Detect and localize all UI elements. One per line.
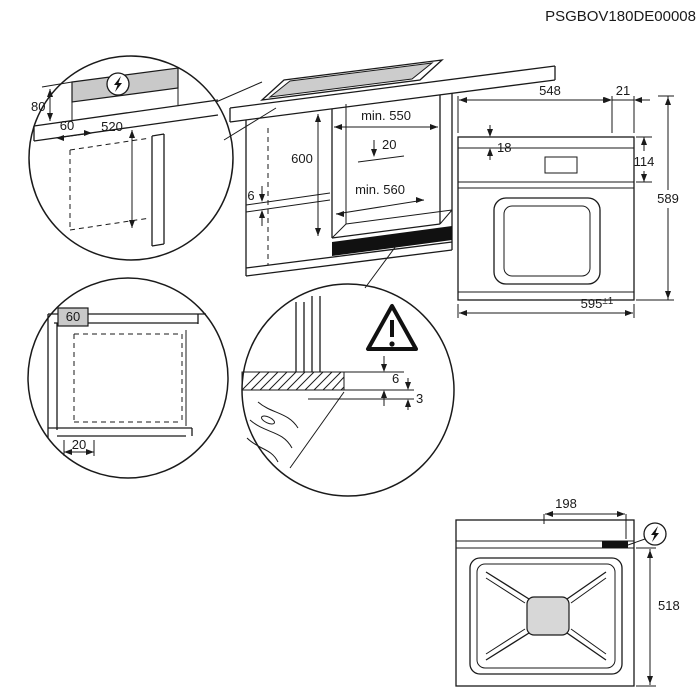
cross-braces-inner [485, 577, 607, 655]
power-leader [627, 538, 646, 546]
detail-circle-outline [27, 277, 229, 479]
dim-label-20: 20 [382, 137, 396, 152]
rear-gap-detail-view: 6 3 [241, 283, 455, 497]
cooktop-glass [268, 62, 434, 98]
appliance-footprint-dashed [73, 333, 183, 423]
cross-braces [485, 571, 607, 661]
cabinet-hidden-lines [69, 137, 151, 231]
detail-leader-lines [215, 81, 277, 141]
control-display [544, 156, 578, 174]
door-window-inner [503, 205, 591, 277]
dim-label-60: 60 [66, 309, 80, 324]
dim-line-min560 [335, 199, 425, 215]
dim-label-80: 80 [31, 99, 45, 114]
cabinet-walls [47, 313, 206, 438]
cabinet-isometric-view: min. 550 20 600 6 min. 560 [229, 59, 556, 277]
dim-label-520: 520 [101, 119, 123, 134]
cable-zone [57, 307, 89, 327]
dim-line-589 [636, 95, 674, 301]
oven-outline [457, 136, 635, 301]
dim-line-518 [636, 547, 656, 687]
dim-label-min560: min. 560 [355, 182, 405, 197]
dim-label-20: 20 [72, 437, 86, 452]
niche-interior [331, 104, 453, 239]
center-mount [526, 596, 570, 636]
cavity-outer [469, 557, 623, 675]
rear-detail-leader [364, 245, 397, 289]
dim-label-548: 548 [539, 83, 561, 98]
wood-knot [261, 415, 275, 425]
oven-top-view: 198 518 [455, 496, 680, 687]
section-hatching [241, 371, 345, 391]
part-number: PSGBOV180DE00008 [545, 8, 696, 25]
dim-label-589: 589 [657, 191, 679, 206]
cabinet-body [245, 93, 453, 277]
cabinet-corner-top-view: 60 20 [27, 277, 229, 479]
gap-reference-lines [308, 371, 414, 400]
dim-line-198 [543, 513, 627, 539]
dim-label-600: 600 [291, 151, 313, 166]
cabinet-side-panel [151, 133, 165, 247]
door-window-outer [493, 197, 601, 285]
worktop-section [241, 371, 345, 391]
dim-label-114: 114 [634, 154, 655, 169]
support-rail [245, 192, 331, 213]
countertop [229, 65, 556, 123]
back-panel-edges [295, 296, 321, 372]
dim-label-198: 198 [555, 496, 577, 511]
power-connection-icon [106, 72, 130, 96]
dim-label-6: 6 [247, 188, 254, 203]
dim-label-60: 60 [60, 118, 74, 133]
oven-front-view: 548 21 18 114 589 595±1 [457, 83, 679, 318]
dim-label-21: 21 [616, 83, 630, 98]
dim-line-548-21 [457, 96, 650, 133]
warning-icon [366, 304, 418, 351]
power-connection-icon [643, 522, 667, 546]
cavity-inner [476, 563, 616, 669]
cable-zone-edges [71, 88, 179, 120]
dim-line-595 [457, 304, 635, 318]
dim-label-min550: min. 550 [361, 108, 411, 123]
top-view-outline [455, 519, 635, 687]
dim-label-518: 518 [658, 598, 680, 613]
dim-label-3: 3 [416, 391, 423, 406]
detail-circle-outline [28, 55, 234, 261]
worktop-cable-detail-view: 80 60 520 [28, 55, 234, 261]
wood-grain [246, 391, 345, 469]
niche-opening [331, 95, 441, 239]
vent-strip [332, 226, 452, 256]
dim-label-595: 595±1 [581, 296, 614, 311]
oven-panel-lines [458, 147, 634, 293]
dim-label-18: 18 [497, 140, 511, 155]
dim-label-6: 6 [392, 371, 399, 386]
terminal-box [602, 541, 628, 548]
dim-line-20 [357, 140, 405, 163]
